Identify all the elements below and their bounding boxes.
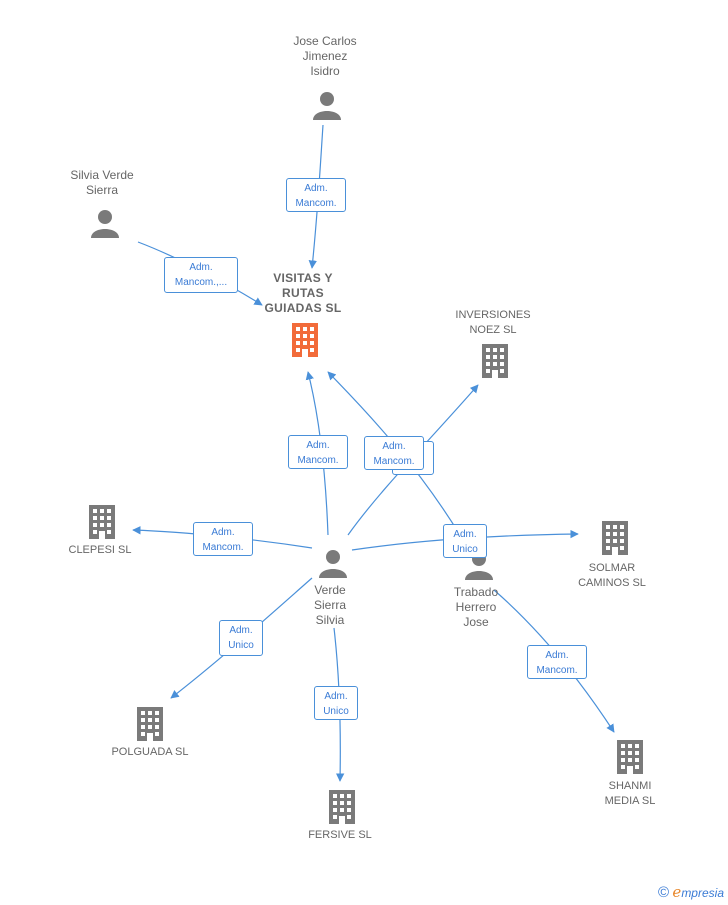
brand-name: mpresia — [681, 886, 724, 900]
node-label-polguada[interactable]: POLGUADA SL — [111, 746, 189, 758]
edge-label-trabado-to-shanmi[interactable]: Adm. Mancom. — [527, 645, 587, 679]
node-label-silvia-verde-sierra[interactable]: Silvia Verde Sierra — [70, 168, 134, 197]
edge-label-verde-to-fersive[interactable]: Adm. Unico — [314, 686, 358, 720]
node-label-verde-sierra-silvia[interactable]: Verde Sierra Silvia — [313, 583, 346, 627]
building-icon-shanmi[interactable] — [617, 740, 643, 774]
node-label-clepesi[interactable]: CLEPESI SL — [68, 544, 132, 556]
building-icon-polguada[interactable] — [137, 707, 163, 741]
building-icon-clepesi[interactable] — [89, 505, 115, 539]
footer-brand: © empresia — [658, 883, 724, 901]
node-label-solmar[interactable]: SOLMAR CAMINOS SL — [578, 562, 646, 589]
node-label-jose-carlos[interactable]: Jose Carlos Jimenez Isidro — [293, 34, 357, 78]
person-icon-jose-carlos[interactable] — [313, 92, 341, 120]
node-label-shanmi[interactable]: SHANMI MEDIA SL — [604, 780, 656, 807]
building-icon-solmar[interactable] — [602, 521, 628, 555]
edge-label-verde-to-visitas[interactable]: Adm. Mancom. — [288, 435, 348, 469]
building-icon-fersive[interactable] — [329, 790, 355, 824]
node-label-fersive[interactable]: FERSIVE SL — [308, 829, 372, 841]
brand-logo-initial: e — [672, 883, 682, 901]
person-icon-verde-sierra-silvia[interactable] — [319, 550, 347, 578]
edge-label-verde-to-polguada[interactable]: Adm. Unico — [219, 620, 263, 656]
node-label-inversiones[interactable]: INVERSIONES NOEZ SL — [455, 309, 531, 336]
copyright-icon: © — [658, 884, 670, 901]
edge-label-verde-to-clepesi[interactable]: Adm. Mancom. — [193, 522, 253, 556]
person-icon-silvia-verde-sierra[interactable] — [91, 210, 119, 238]
node-label-visitas[interactable]: VISITAS Y RUTAS GUIADAS SL — [264, 271, 342, 315]
edge-label-verde-to-solmar[interactable]: Adm. Unico — [443, 524, 487, 558]
edge-label-jose-carlos[interactable]: Adm. Mancom. — [286, 178, 346, 212]
node-label-trabado[interactable]: Trabado Herrero Jose — [453, 585, 499, 629]
edge-label-silvia-verde-sierra[interactable]: Adm. Mancom.,... — [164, 257, 238, 293]
building-icon-visitas[interactable] — [292, 323, 318, 357]
edge-label-trabado-to-visitas[interactable]: Adm. Mancom. — [364, 436, 424, 470]
building-icon-inversiones[interactable] — [482, 344, 508, 378]
